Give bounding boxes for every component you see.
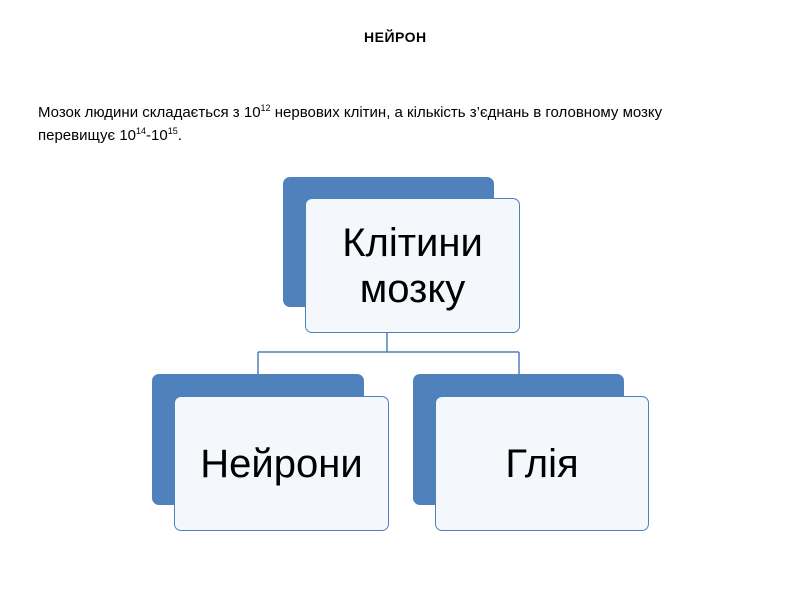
glia-node-label: Глія bbox=[505, 441, 579, 486]
neurons-node: Нейрони bbox=[174, 396, 389, 531]
intro-exponent-3: 15 bbox=[167, 126, 178, 136]
slide-title: НЕЙРОН bbox=[364, 29, 427, 45]
intro-part-3: -10 bbox=[146, 127, 168, 144]
intro-exponent-1: 12 bbox=[260, 103, 271, 113]
root-node: Клітини мозку bbox=[305, 198, 520, 333]
glia-node: Глія bbox=[435, 396, 649, 531]
root-node-label: Клітини мозку bbox=[342, 220, 483, 311]
intro-text: Мозок людини складається з 1012 нервових… bbox=[38, 101, 738, 147]
neurons-node-label: Нейрони bbox=[200, 441, 363, 486]
intro-part-1: Мозок людини складається з 10 bbox=[38, 104, 261, 121]
intro-exponent-2: 14 bbox=[136, 126, 147, 136]
intro-part-2: нервових клітин, а кількість з’єднань в … bbox=[38, 104, 663, 144]
intro-part-4: . bbox=[177, 127, 182, 144]
